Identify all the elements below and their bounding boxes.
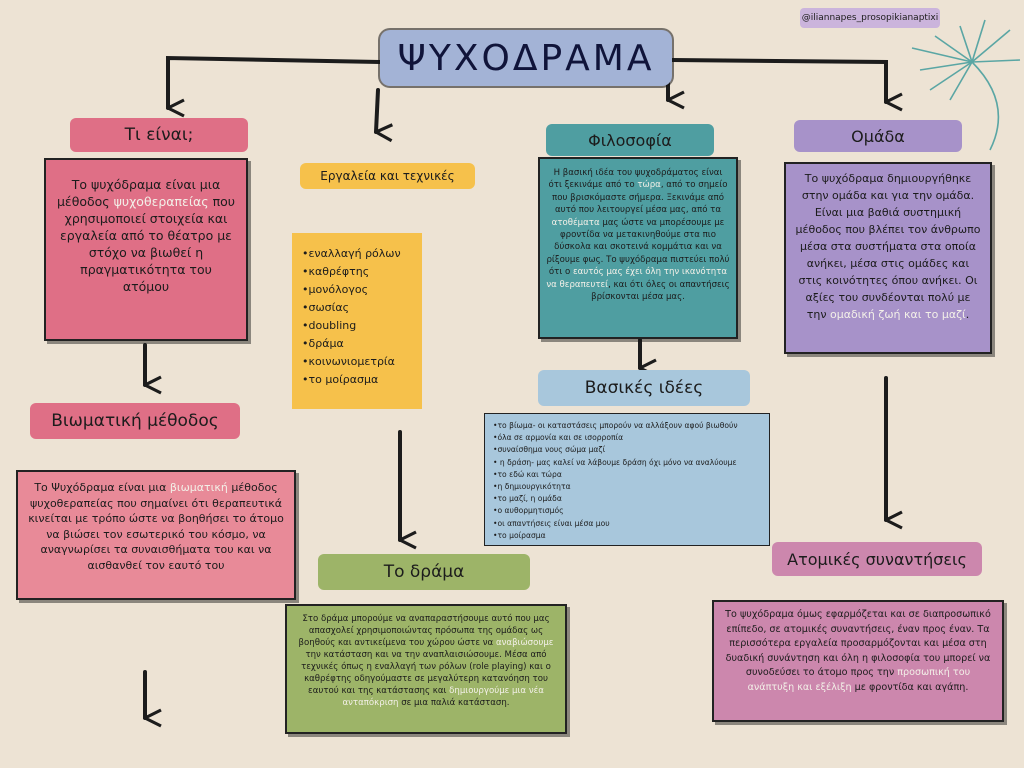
viomatiki-text-b: μέθοδος ψυχοθεραπείας που σημαίνει ότι θ…: [28, 481, 284, 572]
list-item: •δράμα: [302, 337, 344, 350]
omada-heading-label: Ομάδα: [851, 126, 905, 146]
viomatiki-heading-label: Βιωματική μέθοδος: [51, 411, 219, 431]
ergaleia-heading-label: Εργαλεία και τεχνικές: [320, 169, 455, 183]
vasikes-card: •το βίωμα- οι καταστάσεις μπορούν να αλλ…: [484, 413, 770, 546]
ergaleia-heading: Εργαλεία και τεχνικές: [300, 163, 475, 189]
filosofia-text-3: μας ώστε να μπορέσουμε με φροντίδα να με…: [546, 217, 730, 278]
list-item: •σωσίας: [302, 301, 350, 314]
omada-text-1: Το ψυχόδραμα δημιουργήθηκε στην ομάδα κα…: [795, 172, 981, 321]
ti-einai-card: Το ψυχόδραμα είναι μια μέθοδος ψυχοθεραπ…: [44, 158, 248, 341]
atomikes-card: Το ψυχόδραμα όμως εφαρμόζεται και σε δια…: [712, 600, 1004, 722]
drama-text-2: την κατάσταση και να την αναπλαισιώσουμε…: [301, 650, 551, 696]
drama-card: Στο δράμα μπορούμε να αναπαραστήσουμε αυ…: [285, 604, 567, 734]
filosofia-text-2: , από το σημείο που βρισκόμαστε σήμερα. …: [552, 180, 728, 216]
omada-card: Το ψυχόδραμα δημιουργήθηκε στην ομάδα κα…: [784, 162, 992, 354]
viomatiki-text-a: Το Ψυχόδραμα είναι μια: [34, 481, 170, 494]
drama-text-1: Στο δράμα μπορούμε να αναπαραστήσουμε αυ…: [298, 614, 550, 648]
ti-einai-text-b: που χρησιμοποιεί στοιχεία και εργαλεία α…: [60, 194, 236, 294]
vasikes-heading: Βασικές ιδέες: [538, 370, 750, 406]
atomikes-text-1: Το ψυχόδραμα όμως εφαρμόζεται και σε δια…: [725, 609, 991, 679]
filosofia-card: Η βασική ιδέα του ψυχοδράματος είναι ότι…: [538, 157, 738, 339]
filosofia-heading: Φιλοσοφία: [546, 124, 714, 156]
ergaleia-list: •εναλλαγή ρόλων •καθρέφτης •μονόλογος •σ…: [302, 245, 412, 389]
list-item: •ο αυθορμητισμός: [493, 506, 564, 516]
filosofia-text-1: Η βασική ιδέα του ψυχοδράματος είναι ότι…: [548, 168, 723, 191]
vasikes-list: •το βίωμα- οι καταστάσεις μπορούν να αλλ…: [493, 420, 761, 542]
list-item: •κοινωνιομετρία: [302, 355, 395, 368]
page-title: ΨΥΧΟΔΡΑΜΑ: [380, 30, 672, 86]
branch-left-line: [166, 55, 382, 108]
list-item: •οι απαντήσεις είναι μέσα μου: [493, 518, 610, 528]
ti-einai-heading: Τι είναι;: [70, 118, 248, 152]
list-item: •το μοίρασμα: [302, 373, 379, 386]
ti-einai-highlight: ψυχοθεραπείας: [113, 194, 209, 209]
omada-heading: Ομάδα: [794, 120, 962, 152]
list-item: •doubling: [302, 319, 357, 332]
list-item: • η δράση- μας καλεί να λάβουμε δράση όχ…: [493, 457, 737, 467]
filosofia-highlight-1: τώρα: [637, 180, 661, 191]
ergaleia-card: •εναλλαγή ρόλων •καθρέφτης •μονόλογος •σ…: [292, 233, 422, 409]
viomatiki-heading: Βιωματική μέθοδος: [30, 403, 240, 439]
filosofia-highlight-2: ατοθέματα: [551, 217, 600, 228]
filosofia-heading-label: Φιλοσοφία: [588, 130, 672, 150]
filosofia-highlight-3: εαυτός μας έχει όλη την ικανότητα να θερ…: [546, 267, 728, 290]
atomikes-text-2: με φροντίδα και αγάπη.: [851, 681, 969, 693]
drama-text-3: σε μια παλιά κατάσταση.: [398, 698, 510, 708]
atomikes-highlight: προσωπική του ανάπτυξη και εξέλιξη: [747, 667, 971, 693]
omada-highlight: ομαδική ζωή και το μαζί: [829, 308, 966, 321]
ti-einai-heading-label: Τι είναι;: [124, 125, 194, 145]
list-item: •όλα σε αρμονία και σε ισορροπία: [493, 433, 624, 443]
list-item: •το μοίρασμα: [493, 530, 546, 540]
list-item: •το μαζί, η ομάδα: [493, 494, 562, 504]
omada-text-2: .: [965, 308, 970, 321]
list-item: •το βίωμα- οι καταστάσεις μπορούν να αλλ…: [493, 421, 738, 430]
atomikes-heading-label: Ατομικές συναντήσεις: [787, 549, 967, 569]
viomatiki-card: Το Ψυχόδραμα είναι μια βιωματική μέθοδος…: [16, 470, 296, 600]
list-item: •καθρέφτης: [302, 265, 370, 278]
author-handle: @iliannapes_prosopikianaptixi: [800, 8, 940, 28]
atomikes-heading: Ατομικές συναντήσεις: [772, 542, 982, 576]
drama-heading: Το δράμα: [318, 554, 530, 590]
list-item: •μονόλογος: [302, 283, 369, 296]
list-item: •η δημιουργικότητα: [493, 482, 571, 492]
filosofia-text-4: , και ότι όλες οι απαντήσεις βρίσκονται …: [591, 279, 730, 303]
drama-heading-label: Το δράμα: [383, 562, 465, 582]
list-item: •εναλλαγή ρόλων: [302, 247, 401, 260]
branch-tools-line: [376, 88, 378, 132]
drama-highlight-2: δημιουργούμε μια νέα ανταπόκριση: [342, 686, 544, 708]
list-item: •συναίσθημα νους σώμα μαζί: [493, 445, 606, 455]
branch-right-line: [670, 58, 886, 102]
viomatiki-highlight: βιωματική: [169, 481, 228, 494]
vasikes-heading-label: Βασικές ιδέες: [584, 378, 704, 398]
drama-highlight-1: αναβιώσουμε: [495, 638, 554, 648]
ti-einai-text-a: Το ψυχόδραμα είναι μια μέθοδος: [56, 177, 221, 209]
list-item: •το εδώ και τώρα: [493, 469, 562, 479]
dandelion-icon: [911, 19, 1021, 151]
